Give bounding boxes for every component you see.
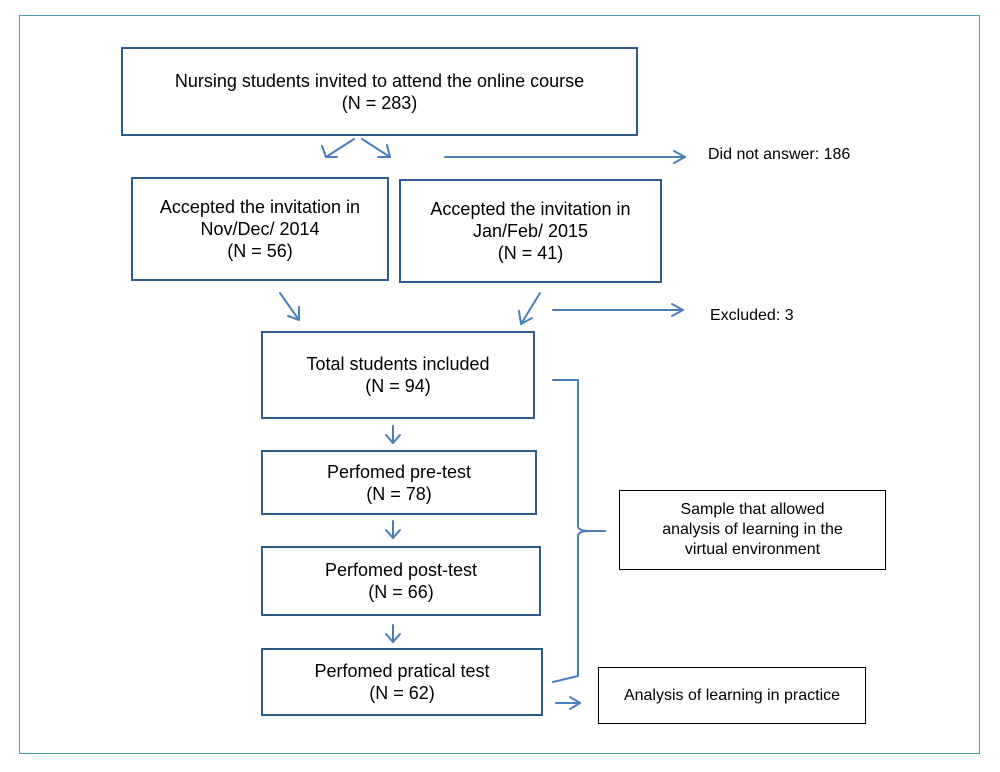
node-invited-count: (N = 283) [341,92,418,113]
virtual-sample-line1: Sample that allowed [680,501,825,518]
node-practical-test: Perfomed pratical test (N = 62) [261,648,543,716]
arrow-pretest-to-posttest [385,520,401,539]
virtual-sample-annotation: Sample that allowed analysis of learning… [619,490,886,570]
arrow-did-not-answer [444,150,686,164]
node-invited-label: Nursing students invited to attend the o… [174,70,585,91]
node-invited: Nursing students invited to attend the o… [121,47,638,136]
node-accepted-2014-count: (N = 56) [227,241,293,261]
node-accepted-2014-line2: Nov/Dec/ 2014 [200,219,320,239]
arrow-to-practice-analysis [555,696,581,710]
node-post-test-count: (N = 66) [368,582,434,602]
node-accepted-2014: Accepted the invitation in Nov/Dec/ 2014… [131,177,389,281]
node-pre-test: Perfomed pre-test (N = 78) [261,450,537,515]
diagram-frame [19,15,980,754]
arrow-total-to-pretest [385,425,401,444]
node-accepted-2014-line1: Accepted the invitation in [159,197,361,217]
node-pre-test-label: Perfomed pre-test [326,461,472,482]
node-accepted-2015-line1: Accepted the invitation in [430,199,631,219]
excluded-note: Excluded: 3 [710,307,794,324]
arrow-posttest-to-practical [385,624,401,643]
virtual-sample-line2: analysis of learning in the [662,521,843,538]
practice-analysis-label: Analysis of learning in practice [623,686,841,704]
node-post-test: Perfomed post-test (N = 66) [261,546,541,616]
arrow-excluded [552,303,684,317]
node-pre-test-count: (N = 78) [366,483,432,504]
did-not-answer-note: Did not answer: 186 [708,146,851,163]
arrow-2014-to-total [279,292,300,321]
arrow-invited-to-2014 [321,138,355,158]
node-post-test-label: Perfomed post-test [324,560,478,580]
arrow-invited-to-2015 [361,138,391,158]
node-accepted-2015: Accepted the invitation in Jan/Feb/ 2015… [399,179,662,283]
node-accepted-2015-line2: Jan/Feb/ 2015 [472,221,589,241]
bracket-brace [552,379,606,683]
node-total-included: Total students included (N = 94) [261,331,535,419]
node-total-included-label: Total students included [306,354,490,374]
node-practical-test-label: Perfomed pratical test [314,661,490,681]
practice-analysis-annotation: Analysis of learning in practice [598,667,866,724]
node-total-included-count: (N = 94) [365,376,431,396]
virtual-sample-line3: virtual environment [684,541,821,558]
arrow-2015-to-total [518,292,541,325]
node-practical-test-count: (N = 62) [369,683,435,703]
node-accepted-2015-count: (N = 41) [497,243,564,263]
